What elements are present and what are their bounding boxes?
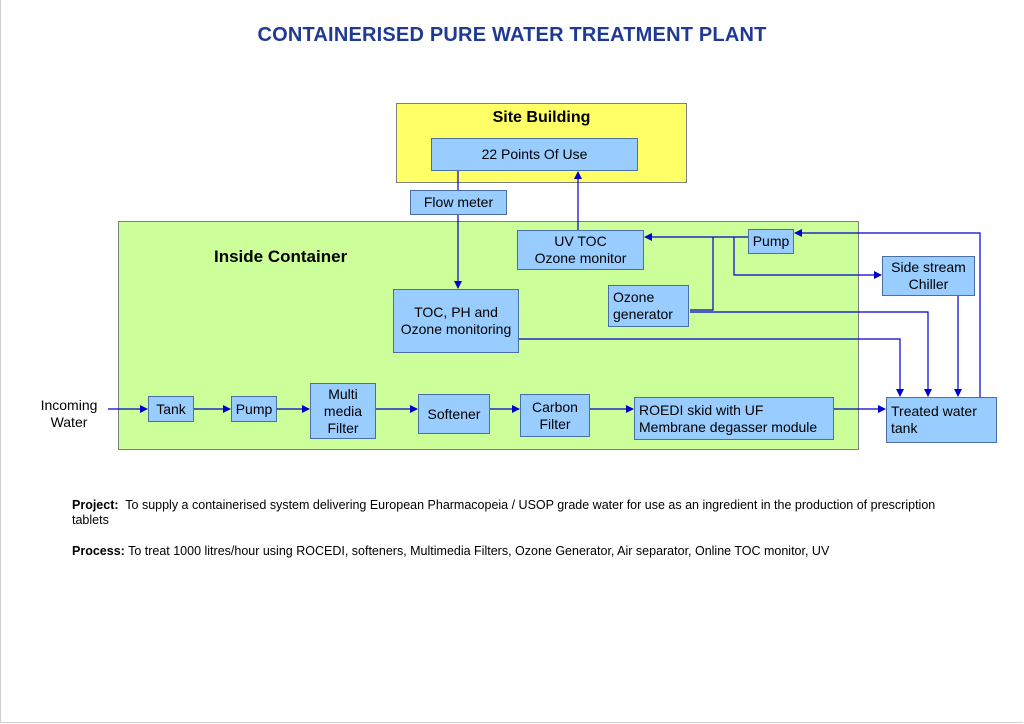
softener-box: Softener <box>418 394 490 434</box>
ozone-generator-box: Ozone generator <box>608 285 689 327</box>
inside-container-label: Inside Container <box>214 247 348 266</box>
project-note: Project: To supply a containerised syste… <box>72 498 952 528</box>
carbon-filter-box: Carbon Filter <box>520 394 590 437</box>
project-label: Project: <box>72 498 119 512</box>
site-building-label: Site Building <box>492 109 591 126</box>
uv-toc-ozone-monitor-box: UV TOC Ozone monitor <box>517 230 644 270</box>
process-label: Process: <box>72 544 125 558</box>
page-title: CONTAINERISED PURE WATER TREATMENT PLANT <box>257 24 767 46</box>
incoming-water-label: Incoming Water <box>40 397 98 430</box>
project-text: To supply a containerised system deliver… <box>72 498 936 527</box>
process-note: Process: To treat 1000 litres/hour using… <box>72 544 952 559</box>
pump-bottom-box: Pump <box>231 396 277 422</box>
tank-box: Tank <box>148 396 194 422</box>
flow-meter-box: Flow meter <box>410 190 507 215</box>
treated-water-tank-box: Treated water tank <box>886 397 997 443</box>
pump-top-box: Pump <box>748 229 794 254</box>
roedi-skid-box: ROEDI skid with UF Membrane degasser mod… <box>634 397 834 440</box>
side-stream-chiller-box: Side stream Chiller <box>882 256 975 296</box>
points-of-use-box: 22 Points Of Use <box>431 138 638 171</box>
multi-media-filter-box: Multi media Filter <box>310 383 376 439</box>
process-text: To treat 1000 litres/hour using ROCEDI, … <box>128 544 830 558</box>
toc-ph-ozone-monitoring-box: TOC, PH and Ozone monitoring <box>393 289 519 353</box>
